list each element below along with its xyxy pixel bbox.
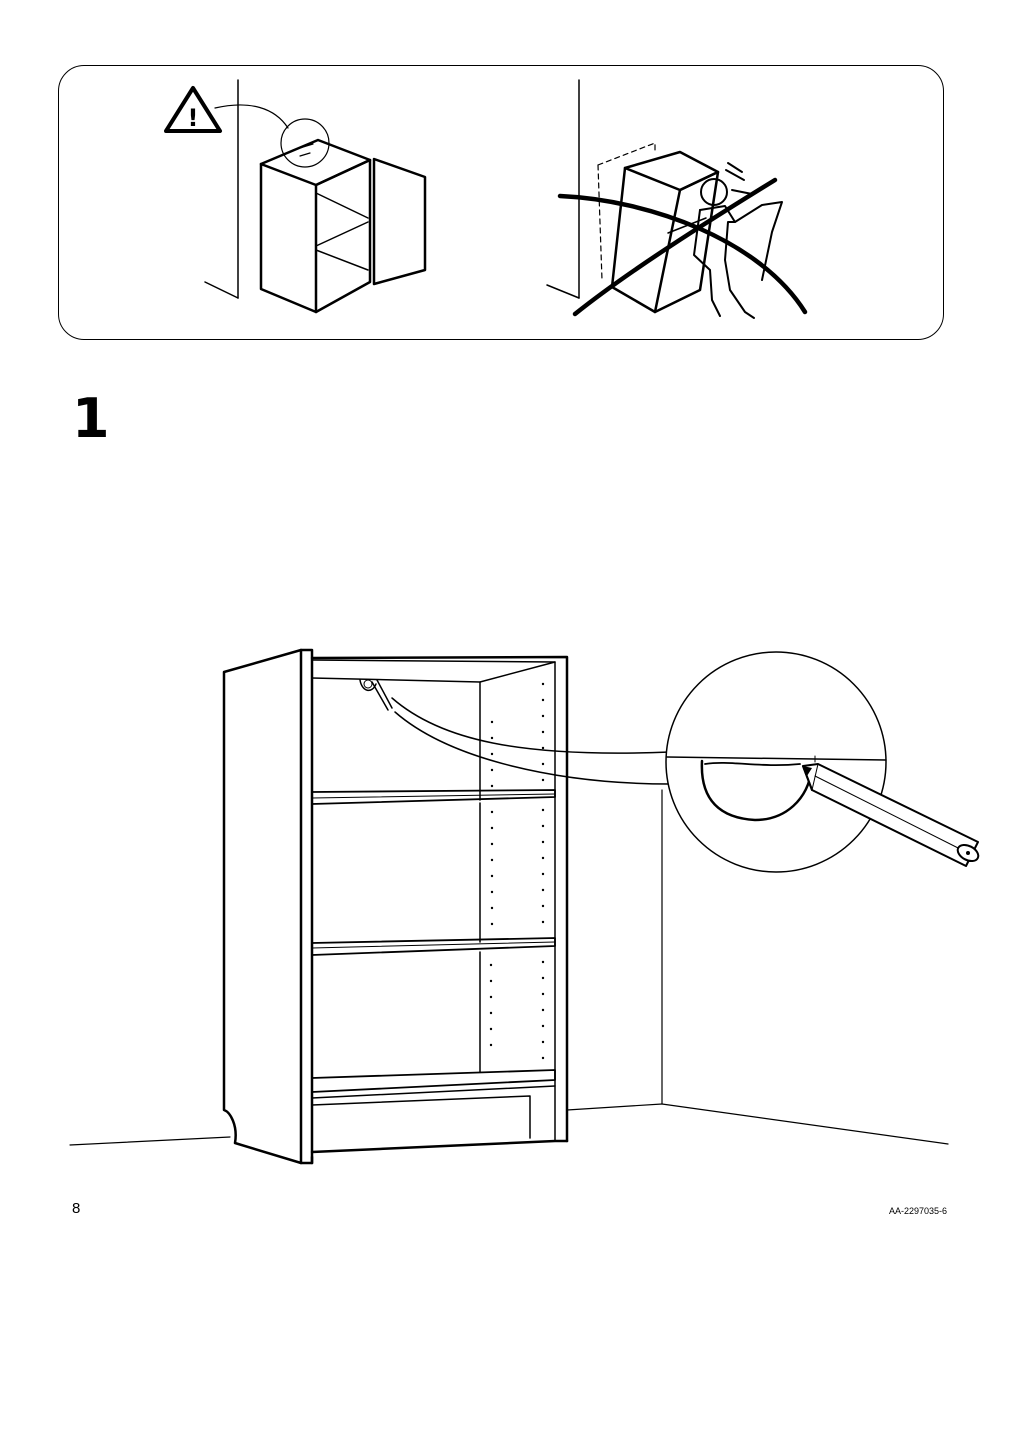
warning-triangle-icon: !	[164, 86, 222, 133]
detail-callout-tail	[391, 697, 671, 785]
anchor-mark	[292, 143, 314, 157]
anchor-detail-circle	[280, 118, 330, 168]
wall-right	[546, 79, 580, 299]
detail-magnifier	[665, 651, 887, 873]
room-floor-wall	[69, 789, 949, 1146]
wall-left	[204, 79, 239, 299]
step-number: 1	[72, 387, 110, 450]
cabinet-anchored	[259, 138, 427, 314]
original-position-outline	[597, 142, 656, 281]
shelf-pin-holes	[489, 682, 545, 1060]
marking-pencil-large	[802, 763, 980, 867]
pencil-mark-line	[704, 761, 801, 767]
warning-glyph: !	[188, 104, 199, 132]
callout-line	[214, 104, 289, 129]
prohibition-cross	[557, 177, 808, 317]
marking-pencil-small	[359, 679, 393, 711]
page-number: 8	[72, 1200, 81, 1217]
warning-panel	[58, 65, 944, 340]
document-code: AA-2297035-6	[889, 1206, 948, 1216]
bookcase	[222, 648, 569, 1165]
